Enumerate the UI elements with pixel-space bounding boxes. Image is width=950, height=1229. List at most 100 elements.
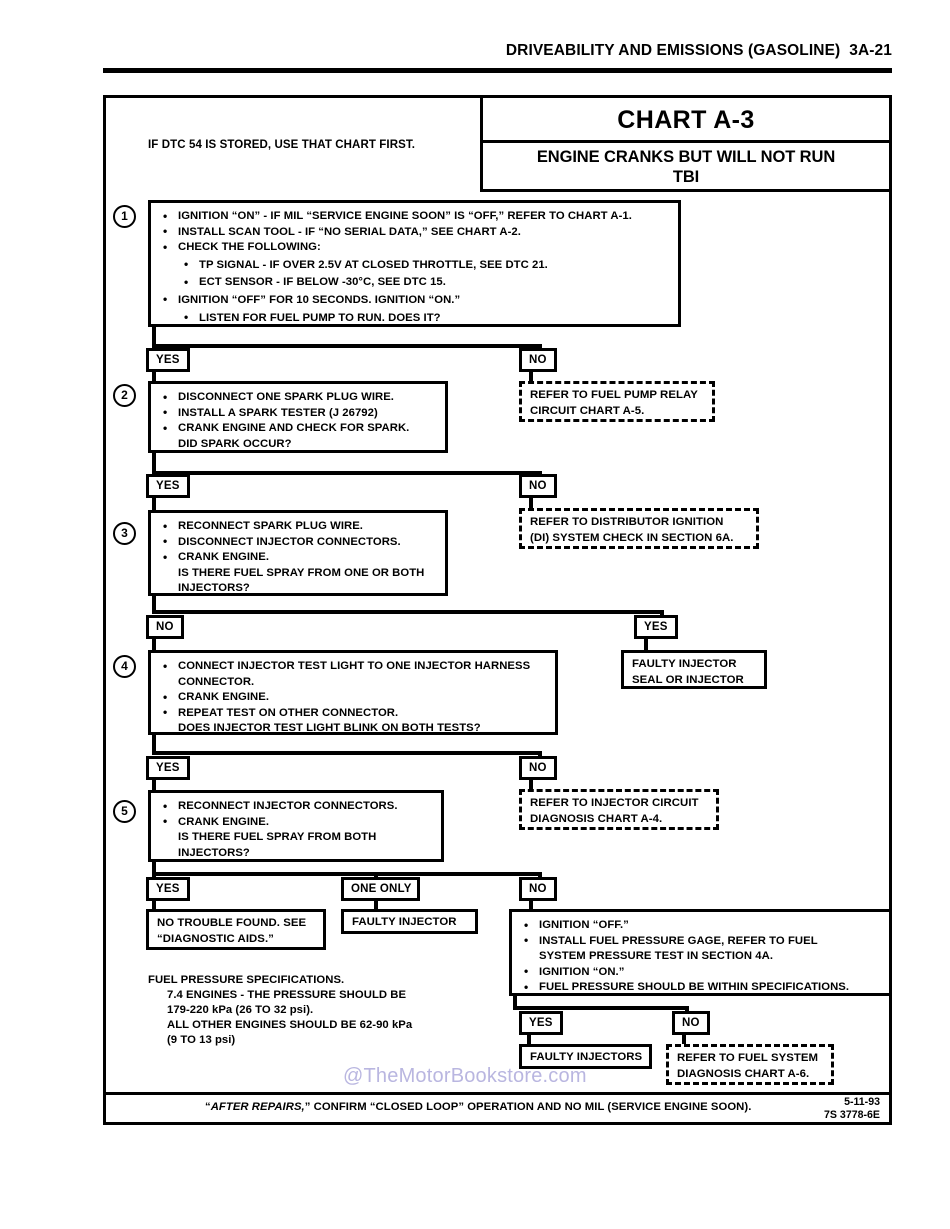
connector-step4-branch-bar (152, 751, 542, 755)
page-number: 3A-21 (849, 42, 892, 59)
step-number-3: 3 (113, 522, 136, 545)
step-3-list: RECONNECT SPARK PLUG WIRE. DISCONNECT IN… (159, 519, 437, 596)
spec-line-4: (9 TO 13 psi) (167, 1034, 236, 1046)
decision-6-no: NO (672, 1011, 710, 1035)
step-3-line-3: CRANK ENGINE. (159, 550, 437, 565)
connector-no6-to-result (682, 1034, 686, 1045)
connector-oneonly-to-result (374, 900, 378, 910)
step-4-line-5: DOES INJECTOR TEST LIGHT BLINK ON BOTH T… (178, 722, 481, 735)
title-divider (483, 140, 889, 143)
decision-5-one-only: ONE ONLY (341, 877, 420, 901)
step-1-line-7: LISTEN FOR FUEL PUMP TO RUN. DOES IT? (159, 310, 670, 326)
result-distributor-ignition-line2: (DI) SYSTEM CHECK IN SECTION 6A. (530, 531, 734, 544)
result-distributor-ignition: REFER TO DISTRIBUTOR IGNITION (DI) SYSTE… (519, 508, 759, 549)
connector-yes5-to-result (152, 900, 156, 910)
fuel-pressure-line-4: IGNITION “ON.” (520, 964, 881, 980)
connector-fuelpressure-branch-bar (513, 1006, 689, 1010)
result-fuel-pump-relay: REFER TO FUEL PUMP RELAY CIRCUIT CHART A… (519, 381, 715, 422)
decision-6-yes: YES (519, 1011, 563, 1035)
connector-step3-down (152, 596, 156, 612)
step-1-list: IGNITION “ON” - IF MIL “SERVICE ENGINE S… (159, 209, 670, 325)
spec-heading: FUEL PRESSURE SPECIFICATIONS. (148, 974, 345, 986)
decision-5-yes: YES (146, 877, 190, 901)
step-box-4: CONNECT INJECTOR TEST LIGHT TO ONE INJEC… (148, 650, 558, 735)
connector-step5-no-drop (538, 872, 542, 881)
result-faulty-injector-seal-line1: FAULTY INJECTOR (632, 658, 737, 670)
footer-publication-code: 5-11-93 7S 3778-6E (780, 1096, 880, 1121)
connector-yes6-to-result (527, 1034, 531, 1045)
result-fuel-pump-relay-line1: REFER TO FUEL PUMP RELAY (530, 389, 698, 401)
footer-code: 7S 3778-6E (824, 1108, 880, 1121)
result-injector-circuit-line1: REFER TO INJECTOR CIRCUIT (530, 797, 699, 809)
connector-step1-down (152, 327, 156, 348)
step-2-line-3: CRANK ENGINE AND CHECK FOR SPARK. (159, 421, 437, 436)
step-box-3: RECONNECT SPARK PLUG WIRE. DISCONNECT IN… (148, 510, 448, 596)
step-number-1: 1 (113, 205, 136, 228)
step-box-1: IGNITION “ON” - IF MIL “SERVICE ENGINE S… (148, 200, 681, 327)
decision-1-yes: YES (146, 348, 190, 372)
step-3-line-5: INJECTORS? (178, 582, 250, 595)
step-4-list: CONNECT INJECTOR TEST LIGHT TO ONE INJEC… (159, 659, 547, 736)
intro-note: IF DTC 54 IS STORED, USE THAT CHART FIRS… (148, 139, 416, 151)
connector-step4-no-drop (538, 751, 542, 759)
step-3-line-2: DISCONNECT INJECTOR CONNECTORS. (159, 534, 437, 550)
fuel-pressure-specifications: FUEL PRESSURE SPECIFICATIONS. 7.4 ENGINE… (148, 973, 412, 1048)
step-5-line-2: CRANK ENGINE. (159, 814, 433, 830)
step-number-5: 5 (113, 800, 136, 823)
connector-step4-down (152, 735, 156, 752)
step-number-4: 4 (113, 655, 136, 678)
connector-step5-branch-bar (152, 872, 542, 876)
chart-subtitle-line2: TBI (672, 168, 700, 186)
fuel-pressure-check-box: IGNITION “OFF.” INSTALL FUEL PRESSURE GA… (509, 909, 892, 996)
result-fuel-system-diagnosis-line1: REFER TO FUEL SYSTEM (677, 1052, 819, 1064)
step-5-line-1: RECONNECT INJECTOR CONNECTORS. (159, 799, 433, 814)
fuel-pressure-line-2: INSTALL FUEL PRESSURE GAGE, REFER TO FUE… (520, 933, 881, 949)
connector-step1-branch-bar (152, 344, 542, 348)
spec-line-2: 179-220 kPa (26 TO 32 psi). (167, 1004, 314, 1016)
page-header-text: DRIVEABILITY AND EMISSIONS (GASOLINE)3A-… (506, 42, 950, 60)
step-4-line-3: CRANK ENGINE. (159, 690, 547, 705)
result-faulty-injector-seal: FAULTY INJECTOR SEAL OR INJECTOR (621, 650, 767, 689)
step-5-line-4: INJECTORS? (178, 846, 250, 859)
page-header: DRIVEABILITY AND EMISSIONS (GASOLINE)3A-… (0, 42, 950, 68)
step-box-5: RECONNECT INJECTOR CONNECTORS. CRANK ENG… (148, 790, 444, 862)
chart-title-panel: CHART A-3 ENGINE CRANKS BUT WILL NOT RUN… (480, 95, 892, 192)
decision-4-no: NO (519, 756, 557, 780)
connector-step3-branch-bar (152, 610, 664, 614)
spec-line-3: ALL OTHER ENGINES SHOULD BE 62-90 kPa (167, 1019, 413, 1031)
step-2-line-2: INSTALL A SPARK TESTER (J 26792) (159, 405, 437, 421)
connector-step2-down (152, 453, 156, 471)
fuel-pressure-line-3: SYSTEM PRESSURE TEST IN SECTION 4A. (539, 950, 774, 963)
step-1-line-5: ECT SENSOR - IF BELOW -30°C, SEE DTC 15. (159, 275, 670, 290)
decision-2-yes: YES (146, 474, 190, 498)
result-faulty-injector: FAULTY INJECTOR (341, 909, 478, 934)
header-divider-rule (103, 68, 892, 73)
step-4-line-4: REPEAT TEST ON OTHER CONNECTOR. (159, 705, 547, 721)
step-3-line-4: IS THERE FUEL SPRAY FROM ONE OR BOTH (178, 566, 425, 579)
connector-no2-to-result (529, 497, 533, 509)
step-1-line-1: IGNITION “ON” - IF MIL “SERVICE ENGINE S… (159, 209, 670, 224)
spec-line-1: 7.4 ENGINES - THE PRESSURE SHOULD BE (167, 989, 407, 1001)
result-injector-circuit-line2: DIAGNOSIS CHART A-4. (530, 812, 663, 825)
connector-yes2-to-step3 (152, 497, 156, 511)
step-1-line-3: CHECK THE FOLLOWING: (159, 240, 670, 255)
decision-5-no: NO (519, 877, 557, 901)
decision-1-no: NO (519, 348, 557, 372)
decision-2-no: NO (519, 474, 557, 498)
connector-step5-oneonly-drop (374, 872, 378, 881)
step-1-line-2: INSTALL SCAN TOOL - IF “NO SERIAL DATA,”… (159, 224, 670, 240)
connector-yes1-to-step2 (152, 371, 156, 384)
connector-no5-to-step6 (529, 900, 533, 910)
result-faulty-injector-line1: FAULTY INJECTOR (352, 916, 457, 928)
step-4-line-1: CONNECT INJECTOR TEST LIGHT TO ONE INJEC… (159, 659, 547, 674)
connector-no3-to-step4 (152, 638, 156, 651)
connector-no4-to-result (529, 779, 533, 790)
footer-note-rest: ” CONFIRM “CLOSED LOOP” OPERATION AND NO… (304, 1101, 752, 1113)
connector-fuelpressure-down (513, 996, 517, 1010)
decision-4-yes: YES (146, 756, 190, 780)
chart-subtitle-line1: ENGINE CRANKS BUT WILL NOT RUN (536, 148, 836, 166)
connector-no1-to-result (529, 371, 533, 382)
result-faulty-injectors: FAULTY INJECTORS (519, 1044, 652, 1069)
step-5-list: RECONNECT INJECTOR CONNECTORS. CRANK ENG… (159, 799, 433, 860)
result-fuel-pump-relay-line2: CIRCUIT CHART A-5. (530, 404, 645, 417)
